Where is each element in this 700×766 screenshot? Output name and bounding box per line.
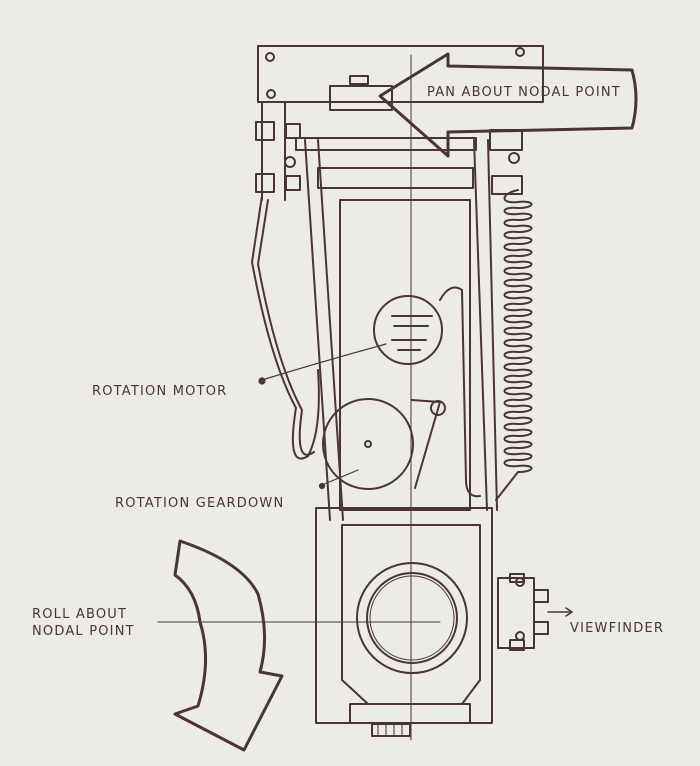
upper-bracket [255,101,523,201]
top-mounting-plate [257,45,544,111]
rotation-motor-leader [261,343,387,381]
roll-arrow [173,539,284,752]
viewfinder-label: VIEWFINDER [570,621,664,636]
pan-arrow [378,52,638,158]
rotation-geardown [322,398,446,490]
viewfinder-assembly [497,573,573,651]
lower-housing [315,507,493,737]
rotation-geardown-label: ROTATION GEARDOWN [115,496,284,511]
rotation-motor-leader-dot [258,377,266,385]
rotation-geardown-leader-dot [318,482,326,490]
roll-label-line1: ROLL ABOUT [32,607,127,622]
rotation-geardown-leader [321,469,359,486]
rotation-motor [373,286,481,498]
inner-frame [339,199,471,511]
coiled-cable [495,189,533,501]
pan-label: PAN ABOUT NODAL POINT [427,85,621,100]
left-cable-bundle [251,195,320,460]
side-arms [304,139,498,521]
rotation-motor-label: ROTATION MOTOR [92,384,227,399]
lens [356,562,468,674]
roll-label-line2: NODAL POINT [32,624,135,639]
